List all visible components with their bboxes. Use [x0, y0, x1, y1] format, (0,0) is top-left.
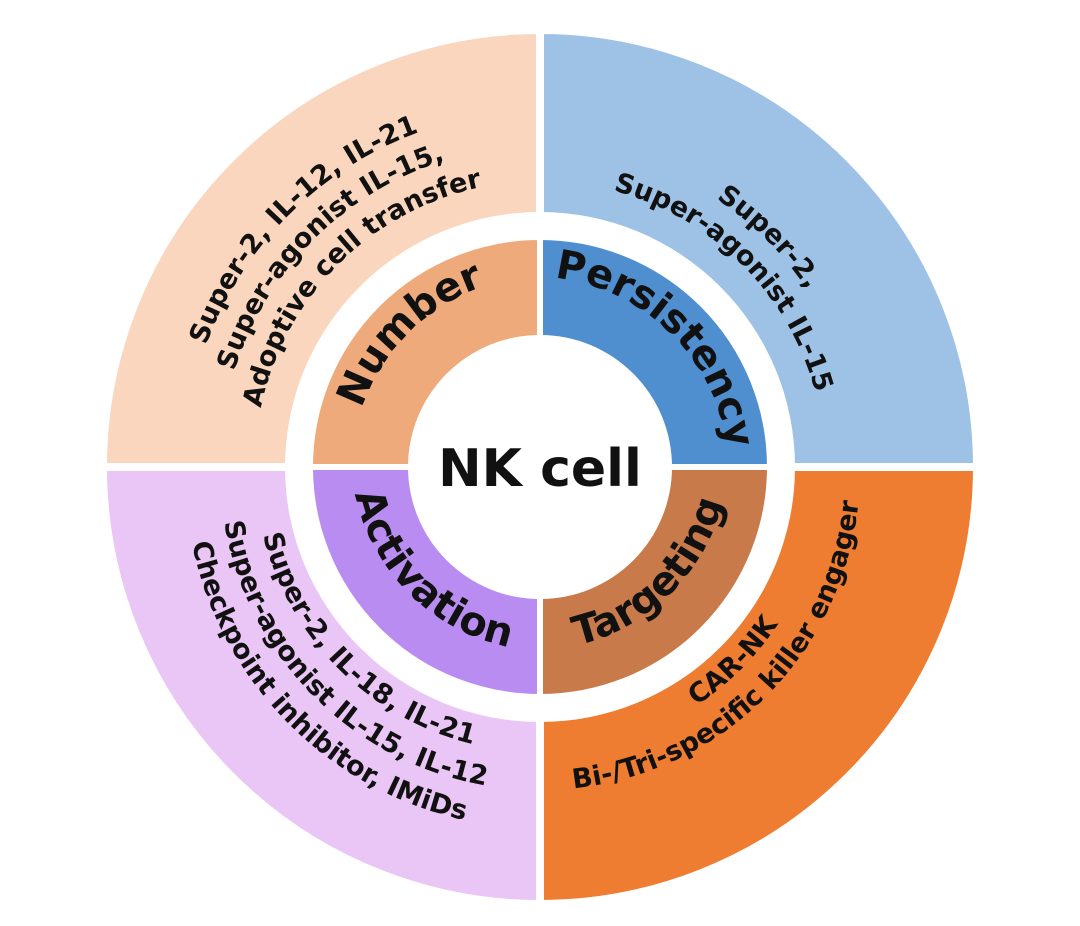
watermark: 知乎 @奥西娃: [858, 866, 1048, 901]
center-label: NK cell: [438, 439, 642, 499]
center-circle: [408, 335, 672, 599]
